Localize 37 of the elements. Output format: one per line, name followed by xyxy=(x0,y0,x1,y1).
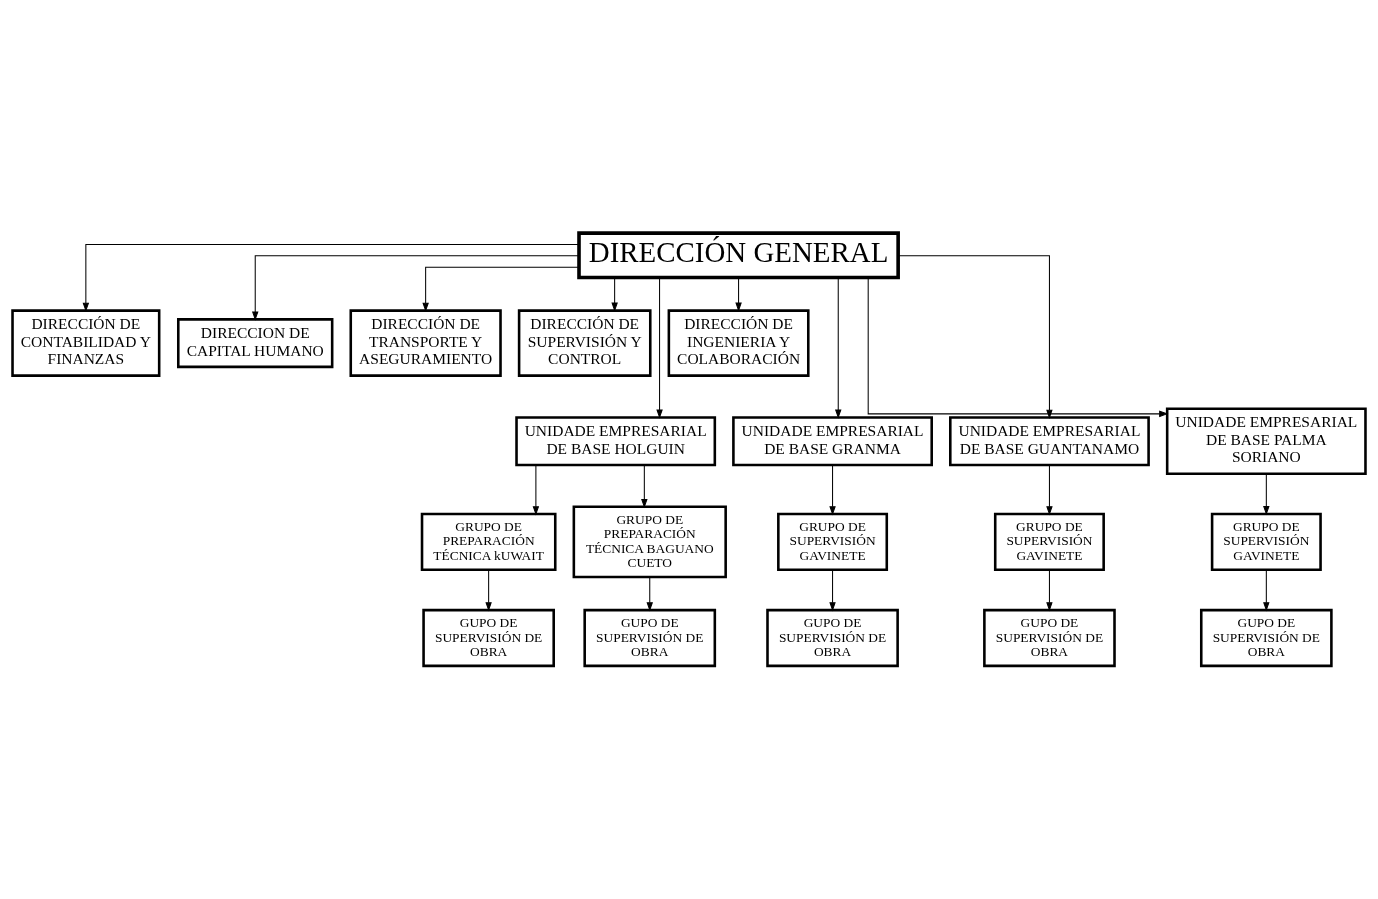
node-box: UNIDADE EMPRESARIAL DE BASE GRANMA xyxy=(732,416,933,467)
arrow xyxy=(1046,464,1053,516)
node-box: DIRECCIÓN DE INGENIERIA Y COLABORACIÓN xyxy=(667,309,810,377)
node-box: GUPO DE SUPERVISIÓN DE OBRA xyxy=(583,608,717,668)
arrow xyxy=(1046,569,1053,612)
arrow xyxy=(532,464,540,516)
node-box: GRUPO DE PREPARACIÓN TÉCNICA kUWAIT xyxy=(420,512,557,572)
node-box: DIRECCIÓN DE TRANSPORTE Y ASEGURAMIENTO xyxy=(349,309,502,377)
node-box: GUPO DE SUPERVISIÓN DE OBRA xyxy=(1199,608,1333,668)
arrow xyxy=(251,255,580,321)
arrow xyxy=(835,277,842,419)
node-box: GRUPO DE SUPERVISIÓN GAVINETE xyxy=(777,512,889,572)
arrow xyxy=(82,243,580,313)
node-box: DIRECCION DE CAPITAL HUMANO xyxy=(177,318,334,369)
node-box: UNIDADE EMPRESARIAL DE BASE HOLGUIN xyxy=(515,416,717,467)
node-box: GUPO DE SUPERVISIÓN DE OBRA xyxy=(422,608,555,668)
arrow xyxy=(422,266,580,313)
node-box: GUPO DE SUPERVISIÓN DE OBRA xyxy=(983,608,1116,668)
node-box: UNIDADE EMPRESARIAL DE BASE PALMA SORIANO xyxy=(1165,407,1367,476)
arrow xyxy=(1263,473,1270,516)
node-box: UNIDADE EMPRESARIAL DE BASE GUANTANAMO xyxy=(949,416,1150,467)
node-box: DIRECCIÓN DE SUPERVISIÓN Y CONTROL xyxy=(517,309,652,377)
arrow xyxy=(611,277,618,312)
arrow xyxy=(735,277,742,312)
node-box: GRUPO DE SUPERVISIÓN GAVINETE xyxy=(993,512,1105,572)
node-box: GUPO DE SUPERVISIÓN DE OBRA xyxy=(766,608,899,668)
node-box: GRUPO DE PREPARACIÓN TÉCNICA BAGUANO CUETO xyxy=(572,505,727,579)
node-box: GRUPO DE SUPERVISIÓN GAVINETE xyxy=(1210,512,1322,572)
arrow xyxy=(1263,569,1270,612)
arrow xyxy=(485,569,492,612)
node-box: DIRECCIÓN GENERAL xyxy=(577,231,900,280)
arrow xyxy=(646,576,653,612)
arrow xyxy=(829,569,836,612)
arrow xyxy=(656,277,663,419)
arrow xyxy=(641,464,648,509)
node-box: DIRECCIÓN DE CONTABILIDAD Y FINANZAS xyxy=(11,309,161,377)
arrow xyxy=(829,464,836,516)
